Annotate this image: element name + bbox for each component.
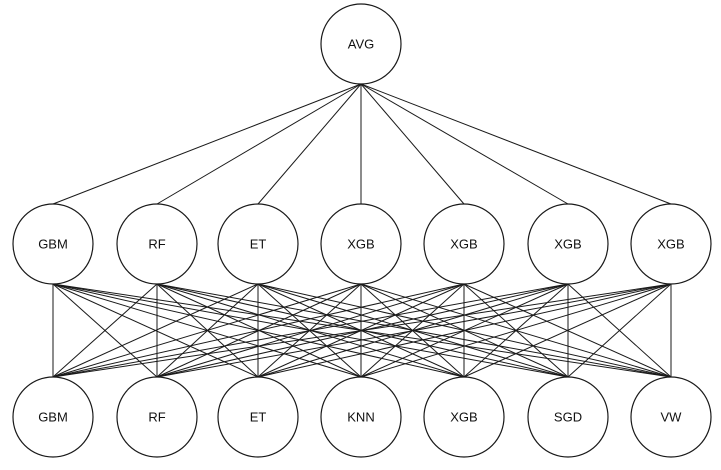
node-middle-0: GBM	[12, 203, 94, 285]
node-middle-0-circle	[12, 203, 94, 285]
node-bottom-6-circle	[630, 376, 712, 458]
node-middle-6-circle	[630, 203, 712, 285]
edge-middle-6-to-bottom-1	[156, 283, 672, 378]
node-bottom-2-circle	[217, 376, 299, 458]
edge-middle-6-to-bottom-0	[52, 283, 672, 378]
node-bottom-6: VW	[630, 376, 712, 458]
node-middle-4: XGB	[423, 203, 505, 285]
node-middle-1: RF	[116, 203, 198, 285]
node-avg: AVG	[320, 3, 402, 85]
node-middle-5-label: XGB	[554, 237, 581, 252]
node-middle-2-circle	[217, 203, 299, 285]
node-bottom-3-circle	[320, 376, 402, 458]
node-bottom-1: RF	[116, 376, 198, 458]
edge-avg-to-middle-1	[156, 83, 362, 205]
edge-middle-6-to-bottom-2	[257, 283, 672, 378]
node-avg-label: AVG	[348, 37, 375, 52]
node-middle-4-circle	[423, 203, 505, 285]
node-bottom-4-label: XGB	[450, 410, 477, 425]
edge-middle-6-to-bottom-4	[463, 283, 672, 378]
node-bottom-3: KNN	[320, 376, 402, 458]
node-middle-3-label: XGB	[347, 237, 374, 252]
node-bottom-6-label: VW	[661, 410, 683, 425]
node-middle-5: XGB	[527, 203, 609, 285]
node-bottom-4-circle	[423, 376, 505, 458]
node-bottom-5-circle	[527, 376, 609, 458]
node-bottom-4: XGB	[423, 376, 505, 458]
edge-layer	[52, 83, 672, 378]
node-middle-4-label: XGB	[450, 237, 477, 252]
node-middle-6-label: XGB	[657, 237, 684, 252]
edge-avg-to-middle-0	[52, 83, 362, 205]
node-middle-3: XGB	[320, 203, 402, 285]
node-bottom-3-label: KNN	[347, 410, 374, 425]
edge-middle-3-to-bottom-0	[52, 283, 362, 378]
edge-middle-6-to-bottom-3	[360, 283, 672, 378]
node-bottom-2-label: ET	[250, 410, 267, 425]
edge-avg-to-middle-5	[360, 83, 569, 205]
edge-middle-5-to-bottom-0	[52, 283, 569, 378]
node-bottom-1-circle	[116, 376, 198, 458]
edge-avg-to-middle-4	[360, 83, 465, 205]
edge-middle-4-to-bottom-0	[52, 283, 465, 378]
node-bottom-0-label: GBM	[38, 410, 68, 425]
node-layer: AVG GBM RF ET XGB XGB XGB XGB GBM RF ET KNN XGB SGD VW	[12, 3, 712, 458]
node-bottom-0-circle	[12, 376, 94, 458]
edge-middle-1-to-bottom-0	[52, 283, 158, 378]
node-bottom-1-label: RF	[148, 410, 165, 425]
node-middle-2-label: ET	[250, 237, 267, 252]
edge-middle-6-to-bottom-5	[567, 283, 672, 378]
node-middle-1-circle	[116, 203, 198, 285]
node-middle-2: ET	[217, 203, 299, 285]
node-middle-0-label: GBM	[38, 237, 68, 252]
node-middle-5-circle	[527, 203, 609, 285]
node-bottom-2: ET	[217, 376, 299, 458]
edge-avg-to-middle-6	[360, 83, 672, 205]
node-bottom-5-label: SGD	[554, 410, 582, 425]
node-middle-3-circle	[320, 203, 402, 285]
node-middle-6: XGB	[630, 203, 712, 285]
edge-avg-to-middle-2	[257, 83, 362, 205]
node-bottom-0: GBM	[12, 376, 94, 458]
node-avg-circle	[320, 3, 402, 85]
node-middle-1-label: RF	[148, 237, 165, 252]
edge-middle-2-to-bottom-0	[52, 283, 259, 378]
node-bottom-5: SGD	[527, 376, 609, 458]
